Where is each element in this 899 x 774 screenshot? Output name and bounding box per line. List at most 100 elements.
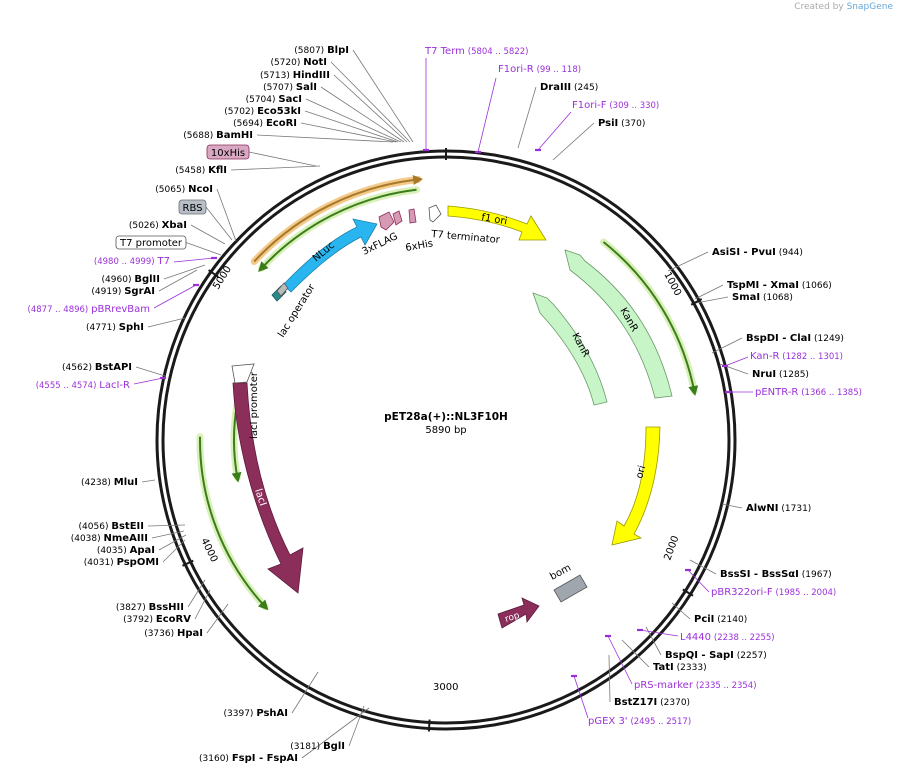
enzyme-leader-line [320, 86, 405, 143]
enzyme-blpi[interactable]: (5807) BlpI [294, 45, 349, 56]
enzyme-sali[interactable]: (5707) SalI [263, 82, 317, 93]
label-ori: ori [634, 464, 648, 479]
enzyme-leader-line [305, 98, 402, 143]
feature-rop[interactable]: rop [497, 597, 540, 629]
orf-nluc-orange[interactable] [250, 175, 424, 266]
svg-text:RBS: RBS [183, 203, 203, 214]
enzyme-kfli[interactable]: (5458) KflI [175, 165, 227, 176]
enzyme-mlui[interactable]: (4238) MluI [81, 477, 138, 488]
feature-laci-promoter[interactable]: lacI promoter [231, 363, 260, 439]
primer-leader-line [477, 77, 497, 153]
enzyme-bsssi-bsss-i[interactable]: BssSI - BssSαI (1967) [720, 569, 832, 580]
feature-bom[interactable]: bom [548, 563, 588, 603]
enzyme-nrui[interactable]: NruI (1285) [752, 369, 809, 380]
enzyme-leader-line [206, 603, 229, 634]
primer-t7[interactable]: (4980 .. 4999) T7 [94, 256, 170, 267]
feature-kanr-inner[interactable]: KanR [532, 292, 608, 406]
enzyme-smai[interactable]: SmaI (1068) [732, 292, 793, 303]
enzyme-leader-line [517, 86, 537, 149]
feature-f1-ori[interactable]: f1 ori [447, 205, 547, 241]
enzyme-tati[interactable]: TatI (2333) [653, 662, 707, 673]
enzyme-leader-line [330, 61, 411, 143]
primer-pentr-r[interactable]: pENTR-R (1366 .. 1385) [755, 387, 862, 398]
enzyme-eco53ki[interactable]: (5702) Eco53kI [224, 106, 301, 117]
enzyme-draiii[interactable]: DraIII (245) [540, 82, 598, 93]
feature-label-t7-promoter[interactable]: T7 promoter [115, 235, 222, 256]
plasmid-size: 5890 bp [425, 425, 466, 436]
enzyme-leader-line [147, 317, 186, 328]
feature-label-10xhis[interactable]: 10xHis [206, 144, 317, 167]
enzyme-hindiii[interactable]: (5713) HindIII [260, 70, 330, 81]
enzyme-pspomi[interactable]: (4031) PspOMI [84, 557, 159, 568]
enzyme-bgli[interactable]: (3181) BglI [290, 741, 345, 752]
feature-nluc[interactable]: NLuc [282, 218, 378, 293]
enzyme-leader-line [608, 654, 611, 703]
enzyme-hpai[interactable]: (3736) HpaI [144, 628, 203, 639]
enzyme-psii[interactable]: PsiI (370) [598, 118, 645, 129]
enzyme-nmeaiii[interactable]: (4038) NmeAIII [71, 533, 148, 544]
enzyme-leader-line [163, 264, 206, 280]
enzyme-bstz17i[interactable]: BstZ17I (2370) [614, 697, 690, 708]
feature-label-rbs[interactable]: RBS [178, 199, 233, 241]
enzyme-sphi[interactable]: (4771) SphI [86, 322, 144, 333]
enzyme-apai[interactable]: (4035) ApaI [97, 545, 155, 556]
scale-tick [182, 559, 194, 567]
feature-ori[interactable]: ori [611, 426, 661, 546]
enzyme-bspqi-sapi[interactable]: BspQI - SapI (2257) [665, 650, 767, 661]
scale-tick [427, 719, 431, 732]
orf-laci-outer[interactable] [196, 433, 269, 611]
enzyme-bglii[interactable]: (4960) BglII [102, 274, 160, 285]
primer-leader-line [607, 635, 633, 685]
enzyme-asisi-pvui[interactable]: AsiSI - PvuI (944) [712, 247, 803, 258]
orf-nluc-green[interactable] [258, 186, 420, 272]
enzyme-ncoi[interactable]: (5065) NcoI [155, 184, 213, 195]
primer-f1ori-f[interactable]: F1ori-F (309 .. 330) [572, 100, 659, 111]
enzyme-tspmi-xmai[interactable]: TspMI - XmaI (1066) [727, 280, 832, 291]
feature-kanr-outer[interactable]: KanR [564, 249, 673, 399]
primer-t7-term[interactable]: T7 Term (5804 .. 5822) [424, 46, 528, 57]
primer-leader-line [573, 675, 589, 719]
feature-6xhis[interactable]: 6xHis [405, 208, 434, 254]
enzyme-bspdi-clai[interactable]: BspDI - ClaI (1249) [746, 333, 844, 344]
primer-leader-line [133, 377, 164, 385]
primer-pbrrevbam[interactable]: (4877 .. 4896) pBRrevBam [28, 304, 150, 315]
enzyme-leader-line [552, 122, 595, 161]
primer-f1ori-r[interactable]: F1ori-R (99 .. 118) [498, 64, 581, 75]
enzyme-leader-line [256, 134, 394, 143]
primer-leader-line [639, 629, 679, 637]
enzyme-bsshii[interactable]: (3827) BssHII [116, 602, 184, 613]
enzyme-pshai[interactable]: (3397) PshAI [224, 708, 289, 719]
primer-prs-marker[interactable]: pRS-marker (2335 .. 2354) [634, 680, 757, 691]
primer-pbr322ori-f[interactable]: pBR322ori-F (1985 .. 2004) [711, 587, 836, 598]
enzyme-noti[interactable]: (5720) NotI [270, 57, 327, 68]
enzyme-bamhi[interactable]: (5688) BamHI [183, 130, 253, 141]
enzyme-bsteii[interactable]: (4056) BstEII [79, 521, 144, 532]
enzyme-fspi-fspai[interactable]: (3160) FspI - FspAI [199, 753, 298, 764]
feature-lac-operator[interactable]: lac operator [271, 282, 318, 340]
feature-laci[interactable]: lacI [232, 382, 304, 594]
scale-tick [690, 298, 703, 306]
enzyme-ecori[interactable]: (5694) EcoRI [233, 118, 297, 129]
enzyme-leader-line [135, 366, 166, 377]
primer-laci-r[interactable]: (4555 .. 4574) LacI-R [36, 380, 130, 391]
enzyme-bstapi[interactable]: (4562) BstAPI [62, 362, 132, 373]
primer-l4440[interactable]: L4440 (2238 .. 2255) [680, 632, 775, 643]
orf-kanr-outer[interactable] [600, 238, 699, 396]
enzyme-alwni[interactable]: AlwNI (1731) [746, 503, 811, 514]
primer-pgex-3[interactable]: pGEX 3' (2495 .. 2517) [588, 716, 691, 727]
enzyme-leader-line [187, 579, 206, 608]
tick-label-1000: 1000 [661, 270, 683, 298]
enzyme-leader-line [162, 539, 186, 563]
enzyme-leader-line [147, 524, 186, 527]
enzyme-ecorv[interactable]: (3792) EcoRV [123, 614, 191, 625]
enzyme-leader-line [667, 251, 709, 272]
primer-leader-line [537, 111, 572, 151]
enzyme-saci[interactable]: (5704) SacI [246, 94, 302, 105]
enzyme-leader-line [194, 589, 211, 620]
enzyme-pcii[interactable]: PciI (2140) [694, 614, 747, 625]
enzyme-leader-line [300, 122, 397, 143]
enzyme-sgrai[interactable]: (4919) SgrAI [91, 286, 155, 297]
enzyme-xbai[interactable]: (5026) XbaI [129, 220, 187, 231]
primer-kan-r[interactable]: Kan-R (1282 .. 1301) [750, 351, 843, 362]
enzyme-leader-line [141, 479, 156, 483]
